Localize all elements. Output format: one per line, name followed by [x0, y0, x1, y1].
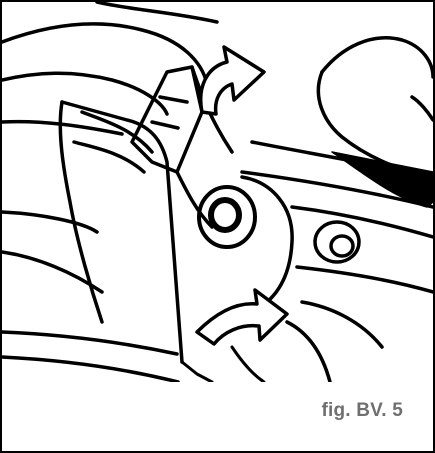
curved-arrow-right-icon: [195, 288, 289, 346]
latch-lever: [130, 65, 234, 229]
pivot-bolt: [197, 175, 294, 314]
left-housing-panel: [2, 100, 184, 382]
mechanical-illustration: [2, 2, 433, 382]
right-upper-housing: [240, 36, 433, 209]
bottom-details: [180, 345, 266, 382]
curved-arrow-up-icon: [199, 45, 266, 116]
lower-right-shaft: [285, 205, 433, 382]
figure-caption: fig. BV. 5: [321, 400, 403, 421]
